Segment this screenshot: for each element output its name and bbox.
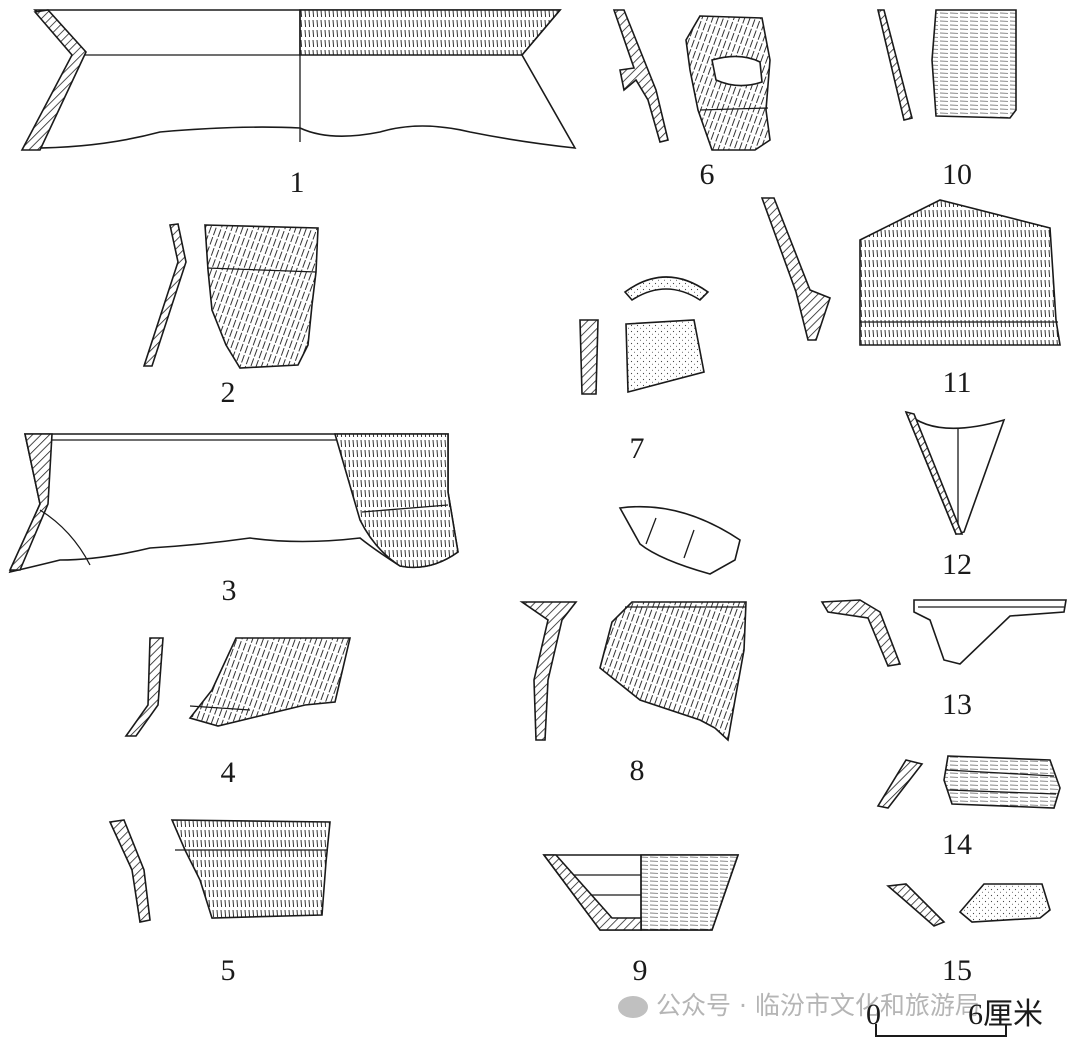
figure-number-8: 8 <box>629 754 645 787</box>
figure-number-10: 10 <box>942 158 972 191</box>
figure-number-7: 7 <box>629 432 645 465</box>
figure-number-9: 9 <box>632 954 648 987</box>
sherd-drawing-6 <box>612 9 771 151</box>
sherd-drawing-1 <box>20 9 577 151</box>
sherd-drawing-9 <box>542 854 740 931</box>
figure-number-14: 14 <box>942 828 972 861</box>
sherd-drawing-5 <box>108 819 331 923</box>
scale-label-start: 0 <box>866 998 881 1031</box>
figure-number-13: 13 <box>942 688 972 721</box>
sherd-drawing-13 <box>820 599 1067 667</box>
scale-bar <box>875 1024 1007 1037</box>
watermark: 公众号 · 临汾市文化和旅游局 <box>618 986 980 1022</box>
figure-number-4: 4 <box>220 756 236 789</box>
figure-number-3: 3 <box>221 574 237 607</box>
sherd-drawing-10 <box>876 9 1017 121</box>
figure-number-1: 1 <box>289 166 305 199</box>
sherd-drawing-14 <box>876 755 1061 809</box>
sherd-drawing-8 <box>519 505 747 742</box>
sherd-drawing-15 <box>886 883 1051 927</box>
sherd-drawing-2 <box>142 223 319 369</box>
wechat-icon <box>618 996 648 1018</box>
sherd-drawing-7 <box>579 276 710 395</box>
scale-label-end: 6厘米 <box>968 998 1043 1031</box>
figure-number-2: 2 <box>220 376 236 409</box>
sherd-drawing-4 <box>124 637 352 737</box>
sherd-drawing-3 <box>8 433 459 574</box>
sherd-drawing-12 <box>904 410 1006 535</box>
watermark-text: 公众号 · 临汾市文化和旅游局 <box>656 991 980 1020</box>
figure-number-12: 12 <box>942 548 972 581</box>
figure-number-5: 5 <box>220 954 236 987</box>
sherd-drawing-11 <box>760 197 1061 346</box>
figure-number-6: 6 <box>699 158 715 191</box>
figure-number-11: 11 <box>942 366 972 399</box>
figure-number-15: 15 <box>942 954 972 987</box>
